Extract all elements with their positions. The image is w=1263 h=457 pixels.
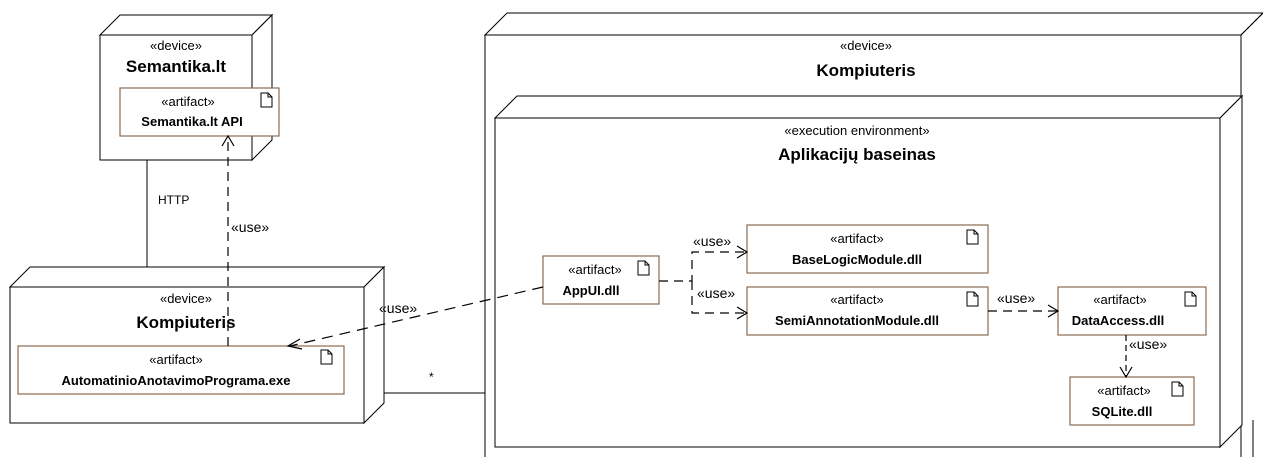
artifact-name: SQLite.dll	[1092, 404, 1153, 419]
artifact-stereotype: «artifact»	[149, 352, 202, 367]
use-label: «use»	[1129, 336, 1167, 352]
artifact-appui: «artifact» AppUI.dll	[542, 255, 660, 305]
artifact-document-icon	[260, 92, 273, 108]
artifact-baselogicmodule: «artifact» BaseLogicModule.dll	[746, 224, 989, 274]
artifact-stereotype: «artifact»	[568, 262, 621, 277]
association-label: HTTP	[158, 193, 189, 207]
artifact-document-icon	[966, 291, 979, 307]
node-name: Kompiuteris	[816, 61, 915, 80]
artifact-document-icon	[637, 260, 650, 276]
artifact-name: SemiAnnotationModule.dll	[775, 313, 939, 328]
artifact-dataaccess: «artifact» DataAccess.dll	[1057, 286, 1207, 336]
artifact-name: DataAccess.dll	[1072, 313, 1165, 328]
use-label: «use»	[997, 290, 1035, 306]
use-label: «use»	[379, 300, 417, 316]
artifact-name: BaseLogicModule.dll	[792, 252, 922, 267]
association-http: HTTP	[146, 160, 189, 267]
dependency-semiannotation-to-dataaccess: «use»	[988, 290, 1060, 318]
association-client-server: *	[384, 370, 485, 394]
artifact-name: AppUI.dll	[562, 283, 619, 298]
artifact-document-icon	[320, 349, 333, 365]
artifact-document-icon	[966, 229, 979, 245]
artifact-stereotype: «artifact»	[1093, 292, 1146, 307]
environment-name: Aplikacijų baseinas	[778, 145, 936, 164]
dependency-appui-to-semiannotation: «use»	[691, 281, 749, 320]
artifact-stereotype: «artifact»	[830, 231, 883, 246]
dependency-appui-to-baselogic: «use»	[659, 233, 749, 282]
dependency-appui-to-exe: «use»	[286, 286, 544, 350]
artifact-sqlite: «artifact» SQLite.dll	[1069, 376, 1195, 426]
node-name: Kompiuteris	[136, 313, 235, 332]
use-label: «use»	[231, 219, 269, 235]
artifact-name: AutomatinioAnotavimoPrograma.exe	[62, 373, 291, 388]
node-name: Semantika.lt	[126, 57, 226, 76]
node-stereotype: «device»	[840, 38, 892, 53]
use-label: «use»	[697, 285, 735, 301]
artifact-stereotype: «artifact»	[830, 292, 883, 307]
artifact-semiannotationmodule: «artifact» SemiAnnotationModule.dll	[746, 286, 989, 336]
artifact-document-icon	[1171, 381, 1184, 397]
dependency-dataaccess-to-sqlite: «use»	[1119, 335, 1167, 379]
node-stereotype: «device»	[150, 38, 202, 53]
use-label: «use»	[693, 233, 731, 249]
dependency-exe-to-api: «use»	[221, 134, 269, 346]
artifact-name: Semantika.lt API	[141, 114, 242, 129]
artifact-stereotype: «artifact»	[1097, 383, 1150, 398]
artifact-stereotype: «artifact»	[161, 94, 214, 109]
node-client-device: «device» Kompiuteris	[8, 265, 386, 425]
multiplicity-label: *	[429, 370, 434, 384]
artifact-semantika-api: «artifact» Semantika.lt API	[119, 87, 280, 137]
artifact-document-icon	[1184, 291, 1197, 307]
environment-stereotype: «execution environment»	[784, 123, 929, 138]
node-stereotype: «device»	[160, 291, 212, 306]
artifact-automatinio-exe: «artifact» AutomatinioAnotavimoPrograma.…	[17, 345, 345, 395]
